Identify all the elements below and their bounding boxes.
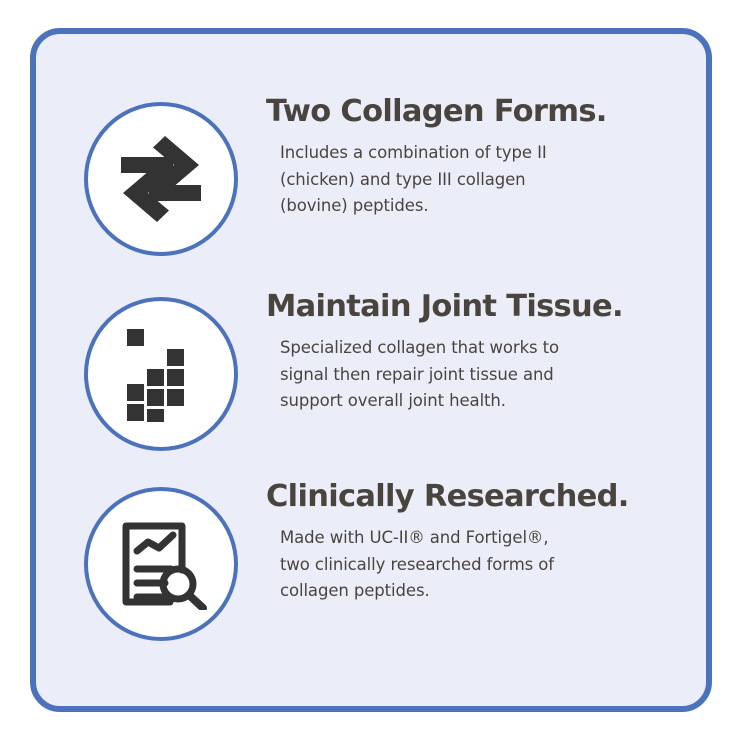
feature-item: Maintain Joint Tissue. Specialized colla… — [36, 289, 706, 481]
feature-icon-badge — [84, 297, 238, 451]
feature-list: Two Collagen Forms. Includes a combinati… — [36, 34, 706, 706]
feature-item: Clinically Researched. Made with UC-II® … — [36, 479, 706, 671]
document-chart-magnifier-icon — [115, 518, 207, 610]
two-way-arrows-icon — [119, 133, 203, 225]
feature-title: Two Collagen Forms. — [266, 94, 607, 129]
feature-title: Maintain Joint Tissue. — [266, 289, 624, 324]
feature-body: Made with UC-II® and Fortigel®, two clin… — [280, 527, 555, 601]
feature-item: Two Collagen Forms. Includes a combinati… — [36, 94, 706, 286]
feature-body: Includes a combination of type II (chick… — [280, 142, 547, 216]
feature-text: Maintain Joint Tissue. Specialized colla… — [238, 289, 706, 415]
feature-icon-badge — [84, 102, 238, 256]
tissue-squares-grid-icon — [121, 327, 201, 422]
feature-text: Two Collagen Forms. Includes a combinati… — [238, 94, 706, 220]
feature-text: Clinically Researched. Made with UC-II® … — [238, 479, 706, 605]
feature-body: Specialized collagen that works to signa… — [280, 337, 560, 411]
benefits-card: Two Collagen Forms. Includes a combinati… — [30, 28, 712, 712]
feature-title: Clinically Researched. — [266, 479, 629, 514]
feature-icon-badge — [84, 487, 238, 641]
